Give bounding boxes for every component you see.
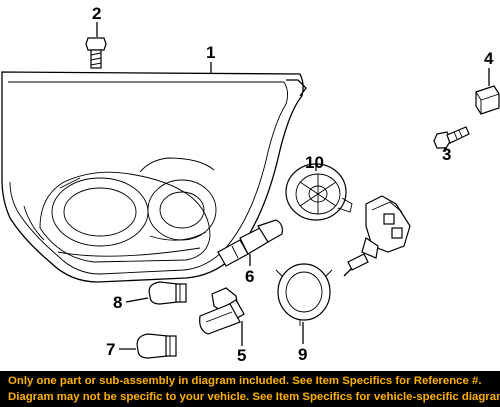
- clip-nut: [475, 85, 500, 115]
- callout-label-4: 4: [484, 49, 494, 68]
- callout-label-7: 7: [106, 340, 115, 359]
- callout-label-9: 9: [298, 345, 307, 364]
- callout-label-10: 10: [305, 153, 324, 172]
- callout-6: 6: [245, 254, 254, 286]
- bolt-top: [85, 37, 107, 69]
- headlamp-parts-diagram: 1 2 3 4 5 6 7 8 9 10: [1, 4, 500, 365]
- bolt-right: [433, 126, 470, 149]
- callout-9: 9: [298, 322, 307, 364]
- halogen-bulb-5: [199, 287, 245, 335]
- callout-4: 4: [484, 49, 494, 86]
- small-bulb-7: [136, 333, 177, 359]
- callout-2: 2: [92, 4, 101, 37]
- disclaimer-line-1: Only one part or sub-assembly in diagram…: [8, 375, 482, 387]
- bulb-cover-cap: [285, 163, 353, 221]
- callout-10: 10: [305, 153, 324, 172]
- callout-label-8: 8: [113, 293, 122, 312]
- callout-8: 8: [113, 293, 149, 312]
- callout-label-5: 5: [237, 346, 246, 365]
- callout-label-6: 6: [245, 267, 254, 286]
- headlamp-assembly: [1, 71, 307, 283]
- callout-label-1: 1: [206, 43, 215, 62]
- disclaimer-banner: Only one part or sub-assembly in diagram…: [0, 371, 500, 407]
- bulb-with-socket-6: [217, 219, 283, 267]
- callout-label-2: 2: [92, 4, 101, 23]
- callout-5: 5: [237, 321, 246, 365]
- retaining-ring: [275, 263, 333, 326]
- disclaimer-line-2: Diagram may not be specific to your vehi…: [8, 391, 500, 403]
- headlamp-bulb-connector: [343, 195, 411, 277]
- callout-3: 3: [442, 145, 451, 164]
- callout-1: 1: [206, 43, 215, 74]
- callout-7: 7: [106, 340, 136, 359]
- callout-label-3: 3: [442, 145, 451, 164]
- small-bulb-8: [148, 281, 187, 305]
